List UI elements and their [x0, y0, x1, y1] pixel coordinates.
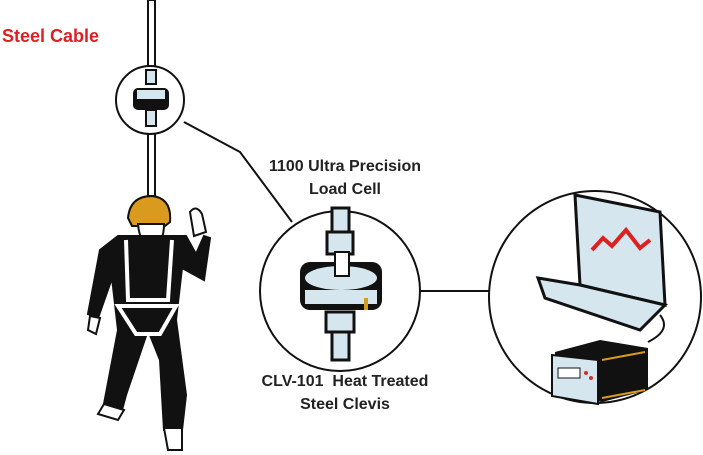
- clevis-label-line2: Steel Clevis: [300, 396, 390, 413]
- small-load-cell-icon: [115, 65, 185, 135]
- steel-cable-label: Steel Cable: [2, 26, 100, 46]
- load-cell-label-line2: Load Cell: [308, 181, 381, 198]
- load-cell-label: 1100 Ultra Precision Load Cell: [245, 155, 445, 201]
- trend-line: [590, 226, 652, 252]
- worker-figure: [86, 194, 212, 451]
- load-cell-label-line1: 1100 Ultra Precision: [268, 158, 422, 175]
- laptop-icon: [535, 193, 668, 343]
- connector-line-cable: [183, 121, 293, 223]
- clevis-label-line1: CLV-101 Heat Treated: [261, 373, 429, 390]
- indicator-box-icon: [551, 340, 648, 406]
- readout-system-icon: [488, 190, 702, 406]
- clevis-label: CLV-101 Heat Treated Steel Clevis: [235, 370, 455, 416]
- load-cell-icon: [259, 206, 421, 372]
